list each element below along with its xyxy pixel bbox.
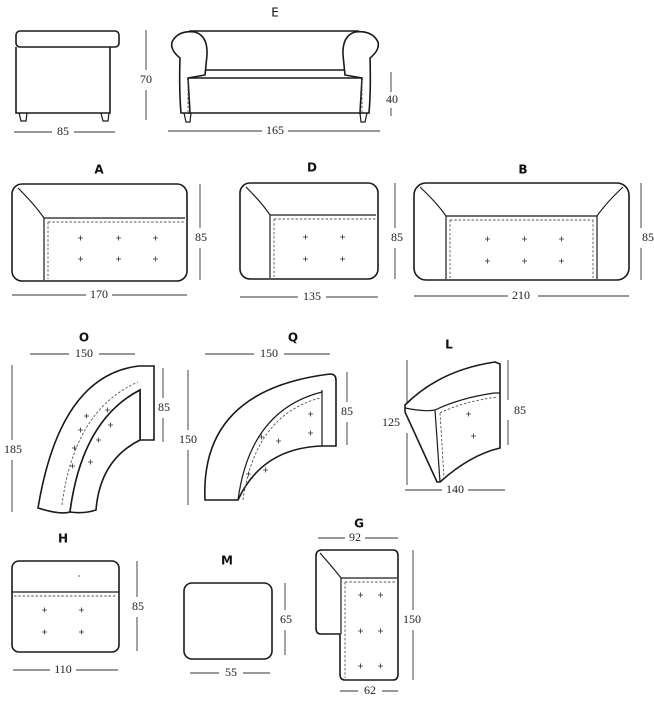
dim-q-length: 150	[179, 432, 197, 446]
module-m-label: M	[221, 554, 233, 568]
dim-a-width: 170	[90, 287, 108, 301]
module-b-label: B	[518, 163, 527, 177]
dim-d-depth: 85	[391, 230, 403, 244]
dim-b-depth: 85	[642, 230, 654, 244]
module-a: A 85 170	[11, 163, 207, 301]
dim-e-seat-height: 40	[386, 92, 398, 106]
module-e-label: E	[271, 6, 279, 20]
module-d: D 85 135	[239, 161, 403, 303]
dim-o-width: 150	[75, 346, 93, 360]
dim-o-depth: 85	[158, 400, 170, 414]
dim-d-width: 135	[303, 289, 321, 303]
module-e-side-view: 85 70	[14, 30, 152, 138]
dim-e-height: 70	[140, 72, 152, 86]
dim-a-depth: 85	[195, 230, 207, 244]
dim-l-length: 125	[382, 415, 400, 429]
dim-q-depth: 85	[341, 404, 353, 418]
dim-h-width: 110	[54, 662, 72, 676]
dim-g-width: 92	[349, 530, 361, 544]
dim-m-depth: 65	[280, 612, 292, 626]
dim-q-width: 150	[260, 346, 278, 360]
module-o: O 150 185 85	[4, 331, 170, 514]
dim-e-depth: 85	[57, 124, 69, 138]
dim-m-width: 55	[225, 665, 237, 679]
module-e-front-view: E 40 165	[168, 6, 398, 137]
module-h: H 85 110	[11, 532, 144, 676]
module-g: G 92 150 62	[315, 517, 421, 697]
module-l-label: L	[445, 338, 453, 352]
module-q: Q 150 150 85	[179, 331, 353, 505]
module-d-label: D	[307, 161, 317, 175]
dim-l-depth: 85	[514, 403, 526, 417]
dim-l-width: 140	[446, 482, 464, 496]
dim-o-length: 185	[4, 442, 22, 456]
dim-g-length: 150	[403, 612, 421, 626]
dim-b-width: 210	[512, 288, 530, 302]
module-g-label: G	[354, 517, 364, 531]
module-b: B 85 210	[413, 163, 654, 302]
module-m: M 65 55	[183, 554, 292, 679]
module-q-label: Q	[288, 331, 298, 345]
dim-g-seat-width: 62	[364, 683, 376, 697]
dim-h-depth: 85	[132, 599, 144, 613]
module-o-label: O	[79, 331, 89, 345]
module-l: L 125 85 140	[382, 338, 526, 496]
module-a-label: A	[94, 163, 104, 177]
module-h-label: H	[58, 532, 68, 546]
dim-e-width: 165	[266, 123, 284, 137]
